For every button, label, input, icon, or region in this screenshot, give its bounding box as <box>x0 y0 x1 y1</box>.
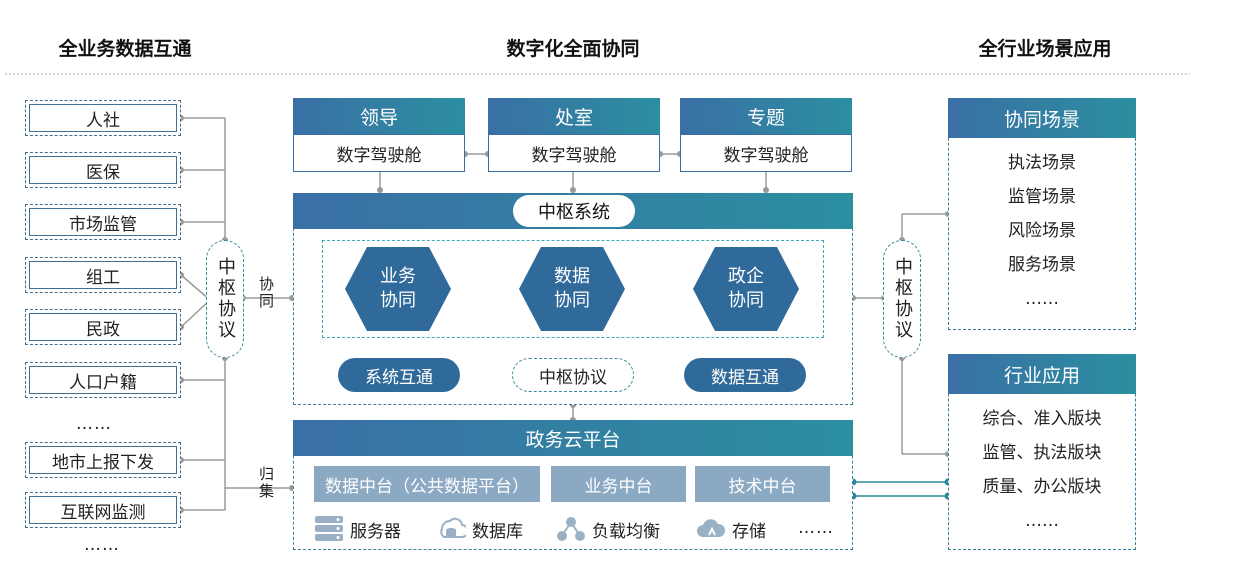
left-hub-protocol: 中枢协议 <box>206 240 244 358</box>
list-item: …… <box>1025 511 1059 531</box>
source-item: 人社 <box>25 100 181 136</box>
data-interop-pill: 数据互通 <box>684 358 806 392</box>
list-item: 服务场景 <box>1008 255 1076 275</box>
list-item: 监管、执法版块 <box>982 443 1102 463</box>
hex-business <box>345 247 451 331</box>
cloud-sub-data: 数据中台（公共数据平台） <box>314 466 540 502</box>
top-box-head: 专题 <box>680 98 852 134</box>
hub-system-title: 中枢系统 <box>513 195 635 227</box>
server-icon <box>315 516 343 541</box>
resource-load-balance: 负载均衡 <box>556 514 660 544</box>
resource-ellipsis: …… <box>798 518 834 538</box>
coop-label: 协同 <box>257 276 275 310</box>
industry-app-title: 行业应用 <box>948 354 1136 394</box>
hub-protocol-pill: 中枢协议 <box>512 358 634 392</box>
top-box-head: 处室 <box>488 98 660 134</box>
source-item: 地市上报下发 <box>25 442 181 478</box>
header-center: 数字化全面协同 <box>506 38 640 60</box>
source-item: 组工 <box>25 257 181 293</box>
hex-data <box>519 247 625 331</box>
source-item: 互联网监测 <box>25 492 181 528</box>
list-item: …… <box>1025 289 1059 309</box>
cloud-storage-icon <box>697 519 726 537</box>
hex-gov-enterprise <box>693 247 799 331</box>
source-item: 医保 <box>25 152 181 188</box>
coop-scenario-list: 执法场景 监管场景 风险场景 服务场景 …… <box>948 146 1136 316</box>
source-item: 民政 <box>25 309 181 345</box>
source-ellipsis: …… <box>76 414 112 434</box>
hex-business-label: 业务协同 <box>380 266 416 311</box>
list-item: 风险场景 <box>1008 221 1076 241</box>
source-item: 人口户籍 <box>25 362 181 398</box>
top-box-body: 数字驾驶舱 <box>488 134 660 172</box>
header-right: 全行业场景应用 <box>978 38 1112 60</box>
industry-app-list: 综合、准入版块 监管、执法版块 质量、办公版块 …… <box>948 402 1136 538</box>
resource-server: 服务器 <box>314 514 401 544</box>
cloud-sub-business: 业务中台 <box>551 466 686 502</box>
resource-database: 数据库 <box>436 514 523 544</box>
source-item: 市场监管 <box>25 204 181 240</box>
top-box-body: 数字驾驶舱 <box>680 134 852 172</box>
header-left: 全业务数据互通 <box>58 38 192 60</box>
resource-storage: 存储 <box>696 514 766 544</box>
load-balance-icon <box>557 517 585 541</box>
coop-scenario-title: 协同场景 <box>948 98 1136 138</box>
system-interop-pill: 系统互通 <box>338 358 460 392</box>
top-box-body: 数字驾驶舱 <box>293 134 465 172</box>
hex-data-label: 数据协同 <box>554 266 590 311</box>
cloud-sub-tech: 技术中台 <box>695 466 830 502</box>
hex-group-frame <box>322 240 824 338</box>
list-item: 综合、准入版块 <box>982 409 1102 429</box>
collect-label: 归集 <box>257 466 275 500</box>
cloud-title: 政务云平台 <box>293 420 853 456</box>
source-ellipsis: …… <box>84 535 120 555</box>
database-icon <box>440 517 466 538</box>
list-item: 监管场景 <box>1008 187 1076 207</box>
list-item: 执法场景 <box>1008 153 1076 173</box>
list-item: 质量、办公版块 <box>982 477 1102 497</box>
hex-gov-enterprise-label: 政企协同 <box>728 266 764 311</box>
top-box-head: 领导 <box>293 98 465 134</box>
right-hub-protocol: 中枢协议 <box>883 240 921 358</box>
